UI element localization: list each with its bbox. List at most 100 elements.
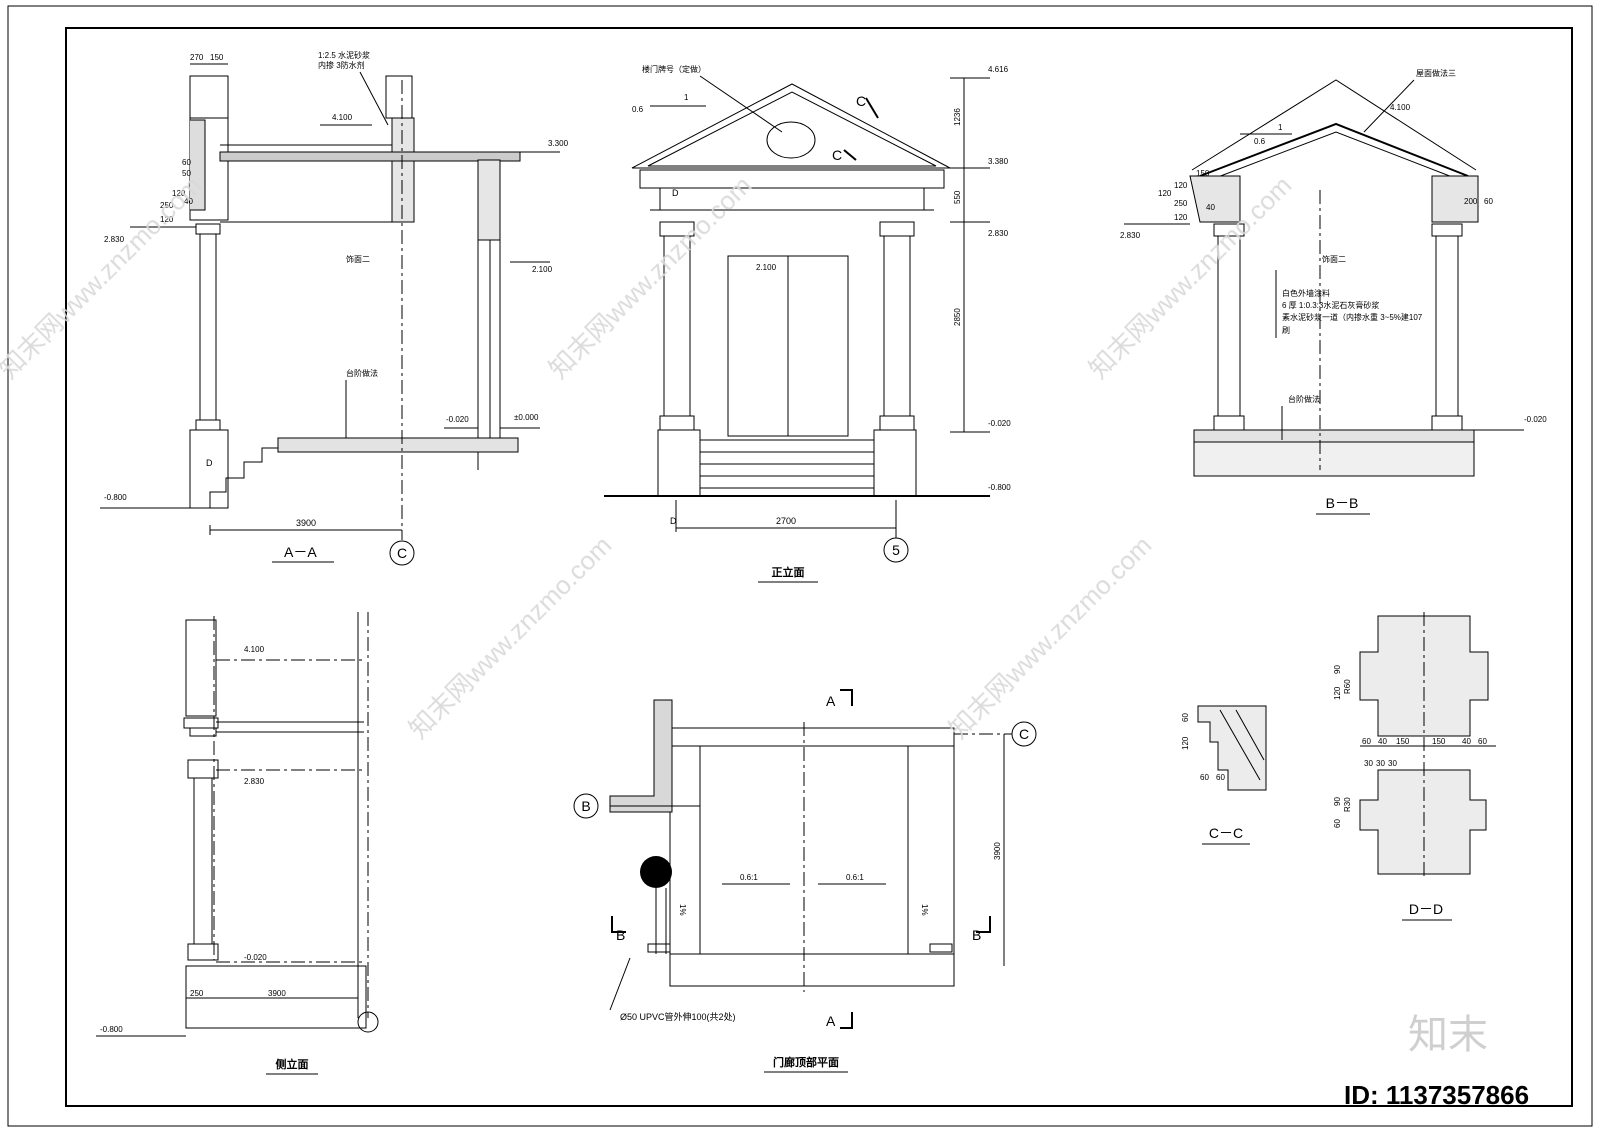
dim-dd-60a: 60: [1362, 737, 1371, 746]
dim-2700: 2700: [776, 516, 796, 526]
drain-note: Ø50 UPVC管外伸100(共2处): [620, 1011, 736, 1022]
spec-2: 6 厚 1:0.3:3水泥石灰膏砂浆: [1282, 300, 1379, 310]
level-0020: -0.020: [446, 415, 469, 424]
slope-1: 1: [684, 93, 689, 102]
dim-120: 120: [172, 189, 186, 198]
cut-b-left: B: [616, 927, 625, 943]
section-bb: 屋面做法三 4.100 2.830 -0.020 0.6 1 120 250 1…: [1120, 68, 1547, 515]
dim-60h: 60: [1200, 773, 1209, 782]
caption-aa: A－A: [284, 544, 317, 560]
dim-270: 270: [190, 53, 204, 62]
detail-dd: 90 120 R60 60 40 150 150 40 60 30 30 30 …: [1333, 612, 1496, 921]
watermark: 知末网www.znzmo.com 知末网www.znzmo.com 知末网www…: [0, 170, 1297, 744]
level-2830: 2.830: [1120, 231, 1141, 240]
cut-a-bottom: A: [826, 1013, 836, 1029]
brand-logo: 知末: [1408, 1013, 1488, 1057]
dim-dd-30a: 30: [1364, 759, 1373, 768]
dim-r60: R60: [1343, 679, 1352, 694]
level-4100: 4.100: [244, 645, 265, 654]
watermark-site-1: 知末网www.znzmo.com: [0, 170, 207, 384]
level-0800: -0.800: [100, 1025, 123, 1034]
dim-dd-30b: 30: [1376, 759, 1385, 768]
vdim-550: 550: [953, 190, 962, 204]
watermark-site-5: 知末网www.znzmo.com: [943, 530, 1157, 744]
vdim-1236: 1236: [953, 108, 962, 126]
slope-1: 1: [1278, 123, 1283, 132]
dim-dd-150b: 150: [1432, 737, 1446, 746]
dim-40: 40: [184, 197, 193, 206]
level-0800: -0.800: [104, 493, 127, 502]
dim-40: 40: [1206, 203, 1215, 212]
dim-250: 250: [160, 201, 174, 210]
note-steps: 台阶做法: [1288, 394, 1320, 404]
dim-120: 120: [1174, 181, 1188, 190]
note-finish: 饰面二: [346, 254, 370, 264]
caption-cc: C－C: [1209, 825, 1243, 841]
dim-50: 50: [182, 169, 191, 178]
level-0000: ±0.000: [514, 413, 539, 422]
cut-c-1: C: [856, 93, 866, 109]
watermark-site-2: 知末网www.znzmo.com: [543, 170, 757, 384]
note-sign: 楼门牌号（定做）: [642, 64, 706, 74]
dim-60: 60: [1181, 713, 1190, 722]
dim-dd-60b: 60: [1478, 737, 1487, 746]
watermark-site-4: 知末网www.znzmo.com: [403, 530, 617, 744]
dim-120: 120: [1333, 686, 1342, 700]
caption-roof-plan: 门廊顶部平面: [773, 1055, 839, 1069]
dim-dd-40b: 40: [1462, 737, 1471, 746]
level-3300: 3.300: [548, 139, 569, 148]
cut-c-2: C: [832, 147, 842, 163]
drain-marker: [640, 856, 672, 888]
outer-border: [7, 5, 1593, 1127]
grid-d: D: [670, 516, 677, 526]
caption-side: 侧立面: [276, 1057, 309, 1071]
dim-dd-r30: R30: [1343, 797, 1352, 812]
cut-a-top: A: [826, 693, 836, 709]
dim-60: 60: [1484, 197, 1493, 206]
level-4100: 4.100: [1390, 103, 1411, 112]
level-0020: -0.020: [988, 419, 1011, 428]
slope-06: 0.6: [1254, 137, 1266, 146]
section-aa: C 3900 4.100 3.300 2.830 2.100 ±0.000 -0…: [100, 50, 569, 566]
note-mortar-1: 1:2.5 水泥砂浆: [318, 50, 370, 60]
grid-d: D: [206, 458, 213, 468]
axis-c-label: C: [397, 545, 407, 561]
side-elevation: 4.100 2.830 -0.020 -0.800 250 3900 侧立面: [96, 612, 379, 1075]
dim-3900: 3900: [268, 989, 286, 998]
dim-120b: 120: [160, 215, 174, 224]
roof-plan: C B 3900 A A B B 0.6:1 0.6:1 1% 1% Ø50 U…: [573, 689, 1037, 1073]
level-2830: 2.830: [244, 777, 265, 786]
dim-150: 150: [210, 53, 224, 62]
dim-dd-90: 90: [1333, 797, 1342, 806]
level-2100: 2.100: [756, 263, 777, 272]
dim-90: 90: [1333, 665, 1342, 674]
level-0800: -0.800: [988, 483, 1011, 492]
detail-cc: 60 120 60 60 C－C: [1181, 705, 1267, 845]
dim-120b: 120: [1174, 213, 1188, 222]
dim-width: 3900: [296, 518, 316, 528]
note-steps: 台阶做法: [346, 368, 378, 378]
id-label: ID: 1137357866: [1344, 1080, 1529, 1110]
dim-3900: 3900: [993, 842, 1002, 860]
axis-b: B: [581, 798, 590, 814]
dim-dd-40a: 40: [1378, 737, 1387, 746]
spec-4: 刷: [1282, 326, 1290, 335]
slope-right: 0.6:1: [846, 873, 864, 882]
caption-front: 正立面: [772, 565, 805, 579]
pct-right: 1%: [920, 904, 929, 916]
dim-dd-60: 60: [1333, 819, 1342, 828]
dim-dd-150a: 150: [1396, 737, 1410, 746]
note-finish: 饰面二: [1322, 254, 1346, 264]
note-roof: 屋面做法三: [1416, 68, 1456, 78]
level-2830: 2.830: [104, 235, 125, 244]
dim-60: 60: [182, 158, 191, 167]
dim-250: 250: [190, 989, 204, 998]
oval-window: [766, 121, 816, 159]
note-mortar-2: 内掺 3防水剂: [318, 60, 365, 70]
dim-60h2: 60: [1216, 773, 1225, 782]
caption-bb: B－B: [1326, 495, 1359, 511]
level-4100: 4.100: [332, 113, 353, 122]
dim-200: 200: [1464, 197, 1478, 206]
vdim-2850: 2850: [953, 308, 962, 326]
